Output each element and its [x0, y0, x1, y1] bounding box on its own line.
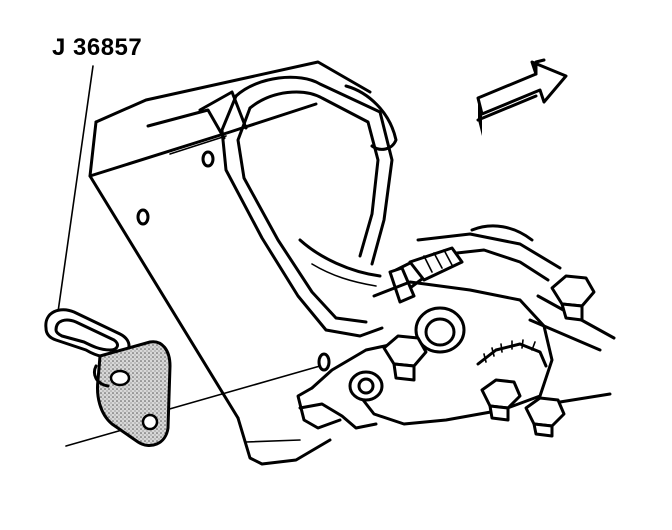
tool-j36857 — [44, 65, 172, 447]
hex-bolt-2 — [550, 274, 596, 322]
engine-block — [88, 60, 372, 466]
sensor-fitting — [388, 246, 464, 304]
pump-bracket — [296, 280, 554, 430]
hex-bolt-4 — [524, 396, 566, 438]
hex-bolt-3 — [480, 378, 522, 422]
hex-bolt-1 — [382, 334, 428, 382]
gear-ring — [476, 339, 548, 368]
tool-callout-label: J 36857 — [52, 34, 143, 61]
cover-plate — [220, 75, 398, 338]
arrow-up-right-icon — [476, 58, 568, 136]
